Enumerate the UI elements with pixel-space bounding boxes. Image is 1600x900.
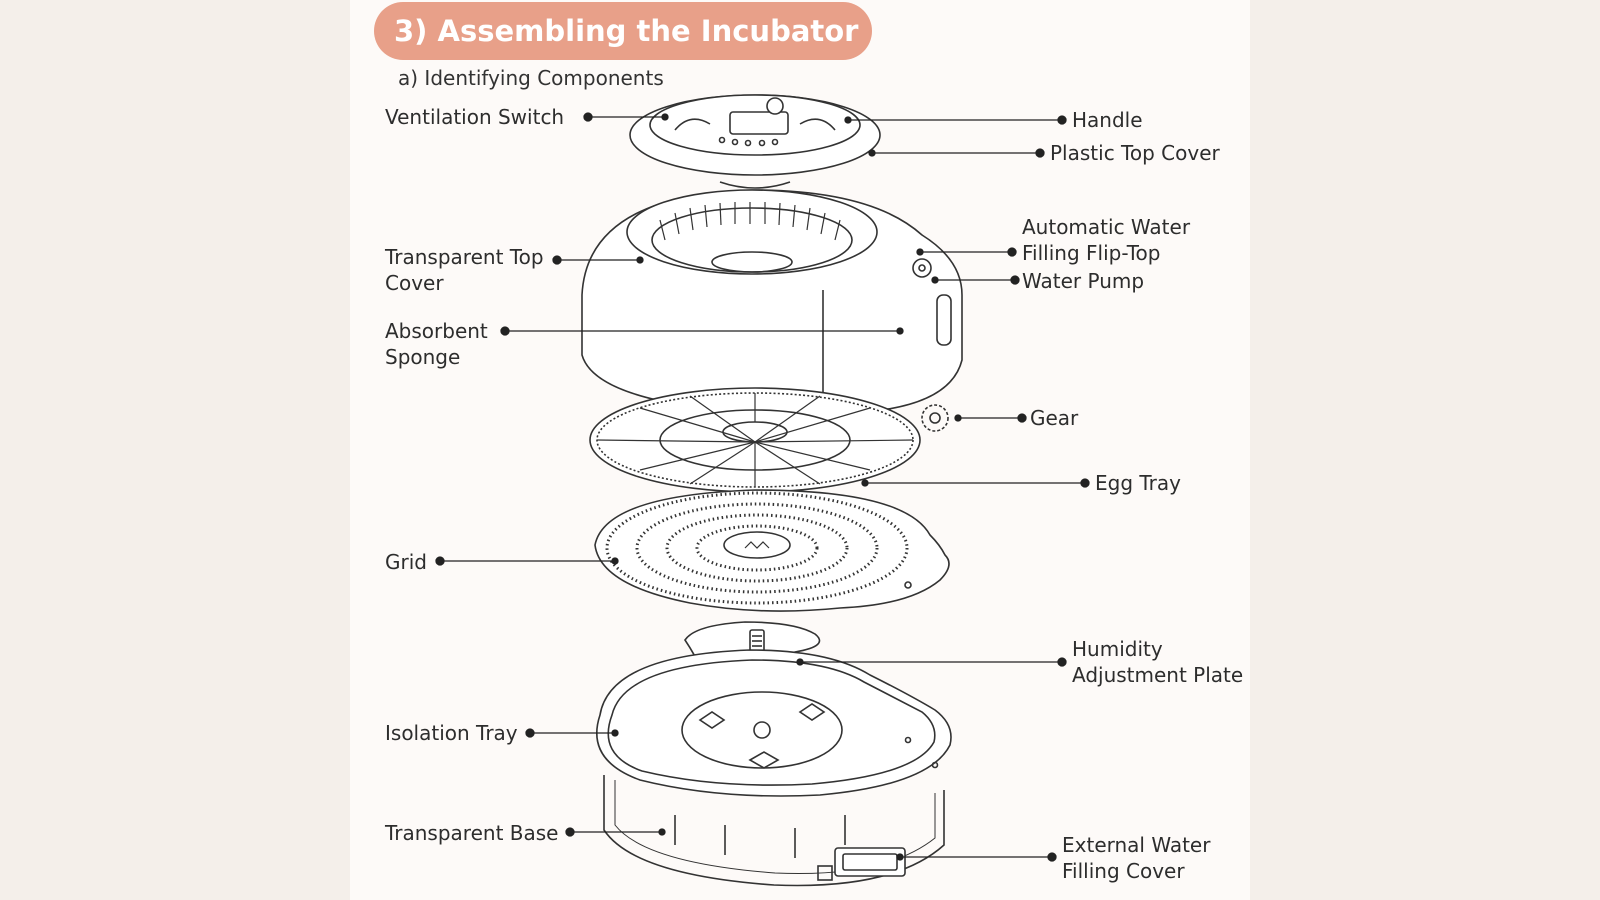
label-absorbent-sponge-line2: Sponge [385,345,461,369]
label-transparent-base: Transparent Base [385,821,559,845]
label-isolation-tray: Isolation Tray [385,721,518,745]
label-grid: Grid [385,550,427,574]
label-transparent-top-cover-line1: Transparent Top [385,245,544,269]
label-external-water-line2: Filling Cover [1062,859,1185,883]
transparent-base-drawing [603,775,945,887]
label-egg-tray: Egg Tray [1095,471,1181,495]
egg-tray-drawing [589,387,949,493]
section-subtitle: a) Identifying Components [398,66,664,90]
isolation-tray-drawing [596,649,952,797]
label-automatic-water-line2: Filling Flip-Top [1022,241,1161,265]
label-gear: Gear [1030,406,1079,430]
transparent-top-cover-drawing [581,189,963,416]
label-ventilation-switch: Ventilation Switch [385,105,565,129]
plastic-top-cover-drawing [629,94,881,189]
label-external-water-line1: External Water [1062,833,1211,857]
leader-lines [435,112,1090,862]
section-title: 3) Assembling the Incubator [374,2,872,60]
label-automatic-water-line1: Automatic Water [1022,215,1191,239]
label-handle: Handle [1072,108,1143,132]
label-plastic-top-cover: Plastic Top Cover [1050,141,1220,165]
label-humidity-plate-line2: Adjustment Plate [1072,663,1244,687]
label-transparent-top-cover-line2: Cover [385,271,444,295]
grid-drawing [594,489,950,612]
label-humidity-plate-line1: Humidity [1072,637,1163,661]
label-water-pump: Water Pump [1022,269,1145,293]
label-absorbent-sponge-line1: Absorbent [385,319,488,343]
